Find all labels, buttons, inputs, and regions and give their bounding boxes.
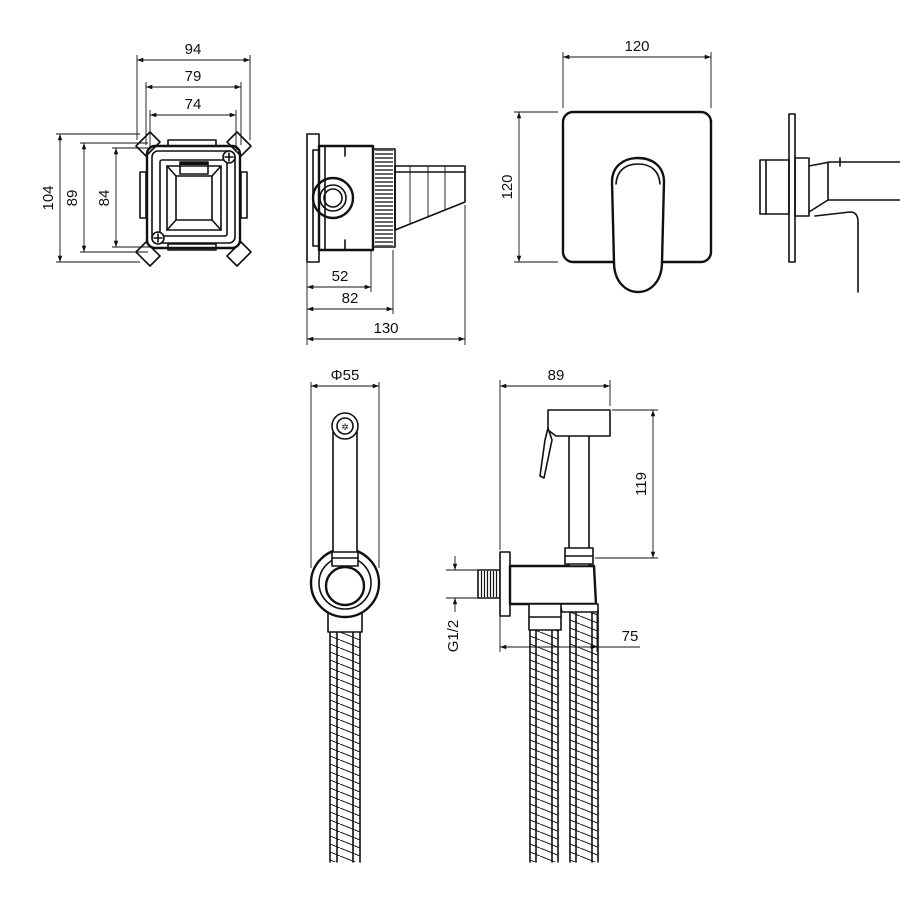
dim-side-depth-1: 52	[332, 268, 349, 285]
box-height-dimensions: 104 89 84	[40, 133, 150, 263]
dim-box-width-inner: 74	[185, 96, 202, 113]
plate-dimensions: 120 120	[499, 38, 712, 263]
dim-box-width-mid: 79	[185, 68, 202, 85]
dim-box-width-outer: 94	[185, 41, 202, 58]
side-depth-dimensions: 52 82 130	[306, 205, 466, 345]
box-front-view: 94 79 74 104 89 84	[40, 41, 252, 267]
box-side-view: 52 82 130	[306, 133, 466, 345]
screw-icon	[151, 231, 165, 245]
dim-shower-width: 89	[548, 367, 565, 384]
box-width-dimensions: 94 79 74	[136, 41, 251, 150]
dim-plate-width: 120	[624, 38, 649, 55]
shower-front-view: ✲ Φ55	[309, 367, 381, 863]
dim-shower-height: 119	[633, 472, 650, 496]
dim-outlet-depth: 75	[622, 628, 639, 645]
dim-box-height-mid: 89	[64, 190, 81, 207]
cover-plate-side-view	[759, 113, 900, 293]
outlet-diameter-dimension: Φ55	[310, 367, 380, 568]
screw-icon	[222, 150, 236, 164]
dim-outlet-diameter: Φ55	[331, 367, 360, 384]
dim-thread: G1/2	[445, 620, 462, 653]
shower-side-view: 89 119 G1/2 75	[445, 367, 658, 863]
dim-side-depth-2: 82	[342, 290, 359, 307]
dim-box-height-inner: 84	[96, 190, 113, 207]
cover-plate-front-view: 120 120	[499, 38, 713, 294]
dim-plate-height: 120	[499, 174, 516, 199]
dim-box-height-outer: 104	[40, 185, 57, 210]
dim-side-depth-total: 130	[373, 320, 398, 337]
nozzle-pattern: ✲	[341, 422, 349, 432]
mounting-lugs	[135, 131, 252, 267]
shower-side-dimensions: 89 119 G1/2 75	[445, 367, 658, 652]
